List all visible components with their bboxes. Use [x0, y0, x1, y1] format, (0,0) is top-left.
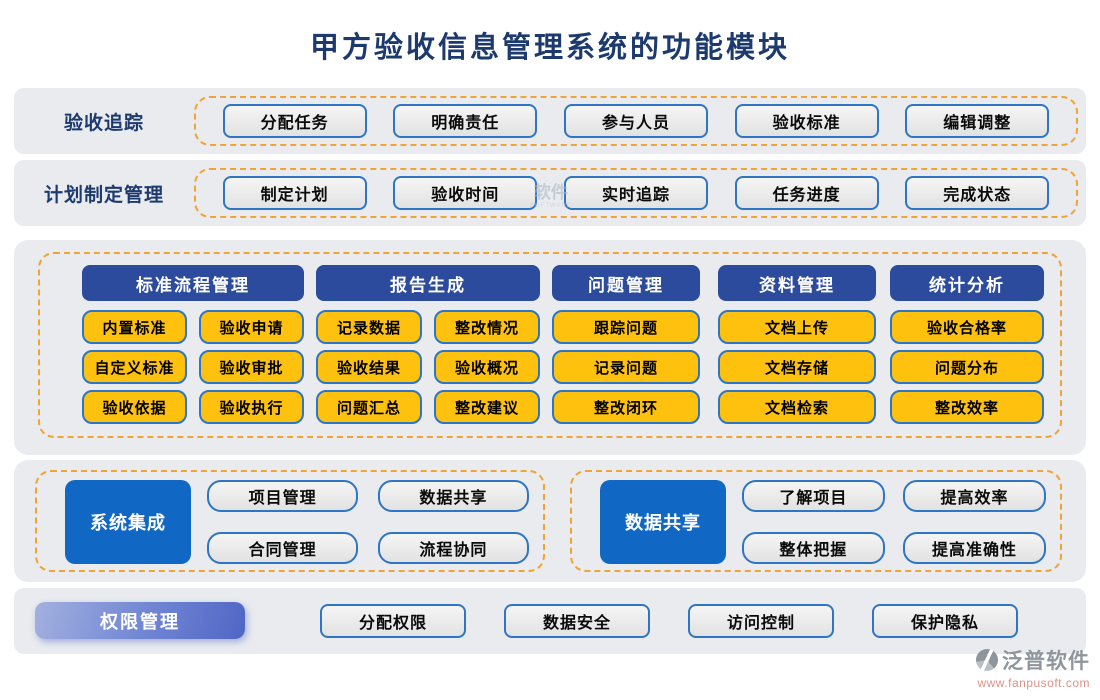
integration-button-flow-collab[interactable]: 流程协同 — [377, 532, 529, 564]
module-button-accept-execute[interactable]: 验收执行 — [199, 390, 304, 424]
module-button-doc-storage[interactable]: 文档存储 — [718, 350, 876, 384]
module-column-statistics: 统计分析 验收合格率 问题分布 整改效率 — [890, 265, 1044, 430]
module-button-rectify-status[interactable]: 整改情况 — [434, 310, 540, 344]
sharing-button-efficiency[interactable]: 提高效率 — [903, 480, 1046, 512]
module-button-rectify-loop[interactable]: 整改闭环 — [552, 390, 700, 424]
module-button-issue-distribution[interactable]: 问题分布 — [890, 350, 1044, 384]
module-header-statistics[interactable]: 统计分析 — [890, 265, 1044, 301]
module-button-rectify-efficiency[interactable]: 整改效率 — [890, 390, 1044, 424]
integration-dashed-group: 系统集成 项目管理 数据共享 合同管理 流程协同 — [35, 470, 545, 572]
module-button-builtin-standard[interactable]: 内置标准 — [82, 310, 187, 344]
module-button-accept-overview[interactable]: 验收概况 — [434, 350, 540, 384]
module-header-report[interactable]: 报告生成 — [316, 265, 540, 301]
planning-button-accept-time[interactable]: 验收时间 — [393, 176, 538, 210]
module-header-standard-process[interactable]: 标准流程管理 — [82, 265, 304, 301]
module-column-document: 资料管理 文档上传 文档存储 文档检索 — [718, 265, 876, 430]
planning-button-done-status[interactable]: 完成状态 — [905, 176, 1050, 210]
module-button-doc-search[interactable]: 文档检索 — [718, 390, 876, 424]
planning-band: 计划制定管理 制定计划 验收时间 实时追踪 任务进度 完成状态 — [14, 160, 1086, 226]
module-button-accept-result[interactable]: 验收结果 — [316, 350, 422, 384]
planning-button-task-progress[interactable]: 任务进度 — [734, 176, 879, 210]
permission-title-pill[interactable]: 权限管理 — [35, 602, 245, 639]
planning-dashed-group: 制定计划 验收时间 实时追踪 任务进度 完成状态 — [194, 168, 1078, 218]
data-sharing-title-box[interactable]: 数据共享 — [600, 480, 726, 564]
module-button-custom-standard[interactable]: 自定义标准 — [82, 350, 187, 384]
planning-button-realtime[interactable]: 实时追踪 — [563, 176, 708, 210]
permission-button-privacy[interactable]: 保护隐私 — [872, 603, 1018, 638]
module-button-accept-basis[interactable]: 验收依据 — [82, 390, 187, 424]
modules-band: 标准流程管理 内置标准 验收申请 自定义标准 验收审批 验收依据 验收执行 报告… — [14, 240, 1086, 455]
module-button-pass-rate[interactable]: 验收合格率 — [890, 310, 1044, 344]
module-header-document[interactable]: 资料管理 — [718, 265, 876, 301]
module-button-track-issue[interactable]: 跟踪问题 — [552, 310, 700, 344]
integration-band: 系统集成 项目管理 数据共享 合同管理 流程协同 数据共享 了解项目 提高效率 … — [14, 460, 1086, 582]
tracking-button-clarify-duty[interactable]: 明确责任 — [393, 104, 538, 138]
module-column-standard-process: 标准流程管理 内置标准 验收申请 自定义标准 验收审批 验收依据 验收执行 — [82, 265, 304, 430]
module-header-issue[interactable]: 问题管理 — [552, 265, 700, 301]
module-button-record-issue[interactable]: 记录问题 — [552, 350, 700, 384]
tracking-band: 验收追踪 分配任务 明确责任 参与人员 验收标准 编辑调整 — [14, 88, 1086, 154]
data-sharing-dashed-group: 数据共享 了解项目 提高效率 整体把握 提高准确性 — [570, 470, 1062, 572]
integration-button-project-mgmt[interactable]: 项目管理 — [207, 480, 359, 512]
integration-button-contract-mgmt[interactable]: 合同管理 — [207, 532, 359, 564]
sharing-button-know-project[interactable]: 了解项目 — [742, 480, 885, 512]
tracking-button-edit-adjust[interactable]: 编辑调整 — [905, 104, 1050, 138]
permission-button-security[interactable]: 数据安全 — [504, 603, 650, 638]
sharing-button-accuracy[interactable]: 提高准确性 — [903, 532, 1046, 564]
planning-label: 计划制定管理 — [43, 184, 164, 206]
integration-button-data-share[interactable]: 数据共享 — [377, 480, 529, 512]
sharing-button-overall-grasp[interactable]: 整体把握 — [742, 532, 885, 564]
brand-url: www.fanpusoft.com — [977, 676, 1090, 690]
brand-name: 泛普软件 — [1002, 649, 1090, 673]
tracking-button-standard[interactable]: 验收标准 — [734, 104, 879, 138]
module-button-record-data[interactable]: 记录数据 — [316, 310, 422, 344]
tracking-label: 验收追踪 — [63, 112, 144, 134]
tracking-dashed-group: 分配任务 明确责任 参与人员 验收标准 编辑调整 — [194, 96, 1078, 146]
module-button-accept-approve[interactable]: 验收审批 — [199, 350, 304, 384]
integration-title-box[interactable]: 系统集成 — [65, 480, 191, 564]
module-column-issue: 问题管理 跟踪问题 记录问题 整改闭环 — [552, 265, 700, 430]
tracking-button-participants[interactable]: 参与人员 — [563, 104, 708, 138]
permission-button-access[interactable]: 访问控制 — [688, 603, 834, 638]
tracking-button-assign-task[interactable]: 分配任务 — [222, 104, 367, 138]
module-button-accept-apply[interactable]: 验收申请 — [199, 310, 304, 344]
module-button-issue-summary[interactable]: 问题汇总 — [316, 390, 422, 424]
fanpu-logo-icon — [976, 649, 998, 671]
module-column-report: 报告生成 记录数据 整改情况 验收结果 验收概况 问题汇总 整改建议 — [316, 265, 540, 430]
module-button-doc-upload[interactable]: 文档上传 — [718, 310, 876, 344]
brand-watermark: 泛普软件 www.fanpusoft.com — [976, 645, 1090, 690]
module-button-rectify-advice[interactable]: 整改建议 — [434, 390, 540, 424]
planning-button-make-plan[interactable]: 制定计划 — [222, 176, 367, 210]
permission-button-assign[interactable]: 分配权限 — [320, 603, 466, 638]
permission-band: 权限管理 分配权限 数据安全 访问控制 保护隐私 — [14, 588, 1086, 654]
modules-dashed-group — [38, 252, 1062, 438]
page-title: 甲方验收信息管理系统的功能模块 — [309, 32, 790, 64]
